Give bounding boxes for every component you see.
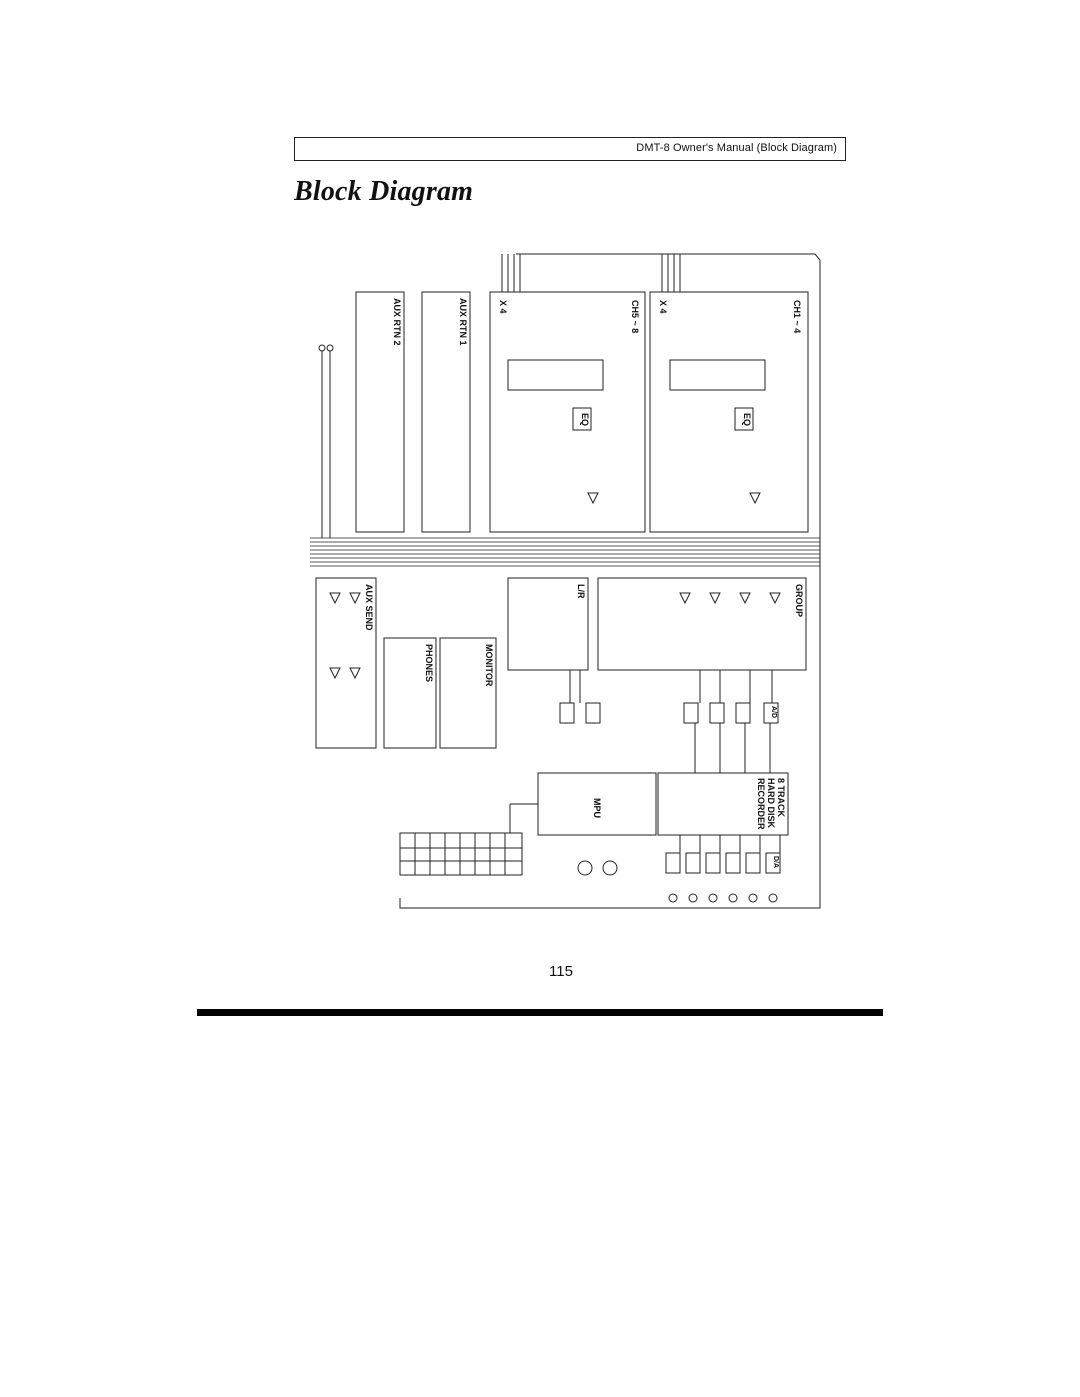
label-recorder: 8 TRACK HARD DISK RECORDER: [756, 778, 786, 830]
label-aux-rtn-1: AUX RTN 1: [458, 298, 468, 346]
label-mpu: MPU: [592, 798, 602, 818]
label-x4-ch5-8: X 4: [498, 300, 508, 314]
label-eq-ch5-8: EQ: [580, 413, 590, 427]
page-number: 115: [549, 963, 573, 980]
running-header: DMT-8 Owner's Manual (Block Diagram): [294, 137, 846, 161]
label-group: GROUP: [794, 584, 804, 618]
label-ch1-4: CH1 ~ 4: [792, 300, 802, 334]
label-lr: L/R: [576, 584, 586, 599]
label-ad: A/D: [770, 706, 777, 719]
footer-rule: [197, 1009, 883, 1016]
block-diagram: CH1 ~ 4 CH5 ~ 8 X 4 X 4 EQ EQ AUX RTN 1 …: [280, 248, 840, 918]
label-eq-ch1-4: EQ: [742, 413, 752, 427]
label-aux-rtn-2: AUX RTN 2: [392, 298, 402, 346]
label-aux-send: AUX SEND: [364, 584, 374, 631]
page-title: Block Diagram: [294, 176, 474, 207]
label-monitor: MONITOR: [484, 644, 494, 687]
label-phones: PHONES: [424, 644, 434, 683]
block-diagram-drawing: [310, 253, 821, 909]
label-ch5-8: CH5 ~ 8: [630, 300, 640, 334]
label-da: D/A: [772, 856, 779, 869]
label-x4-ch1-4: X 4: [658, 300, 668, 314]
running-header-text: DMT-8 Owner's Manual (Block Diagram): [636, 142, 837, 154]
